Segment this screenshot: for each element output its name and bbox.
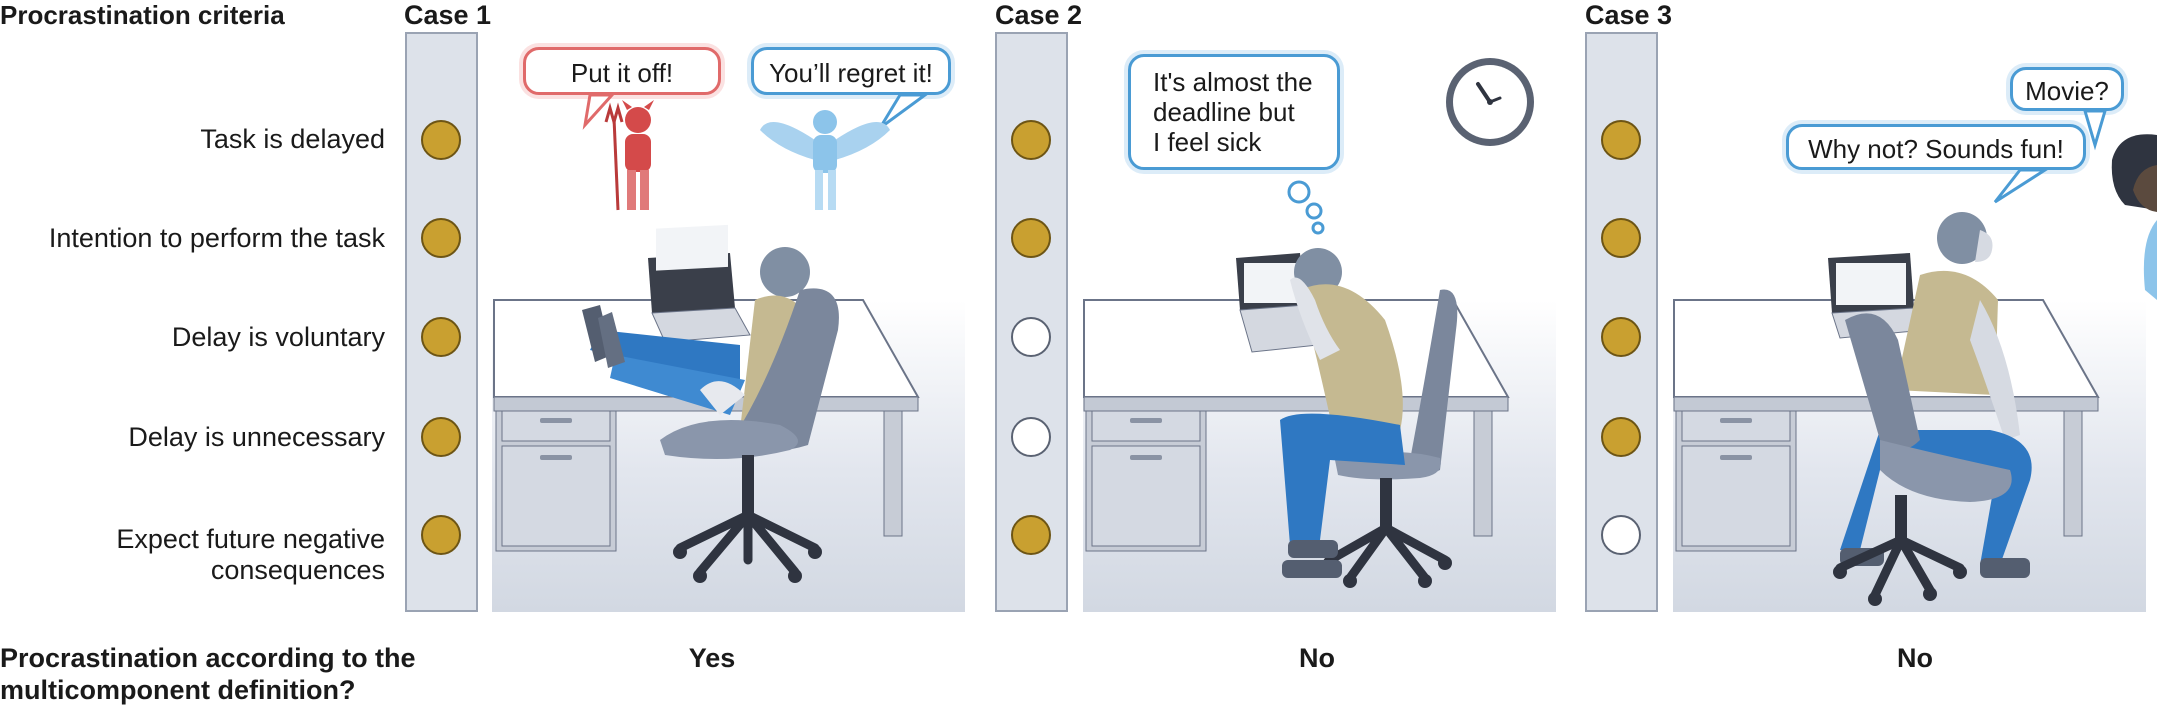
reply-bubble-tail	[1995, 170, 2045, 202]
friend-icon	[2112, 134, 2157, 300]
case-3-verdict: No	[1855, 643, 1975, 674]
friend-bubble-tail	[2085, 111, 2105, 145]
